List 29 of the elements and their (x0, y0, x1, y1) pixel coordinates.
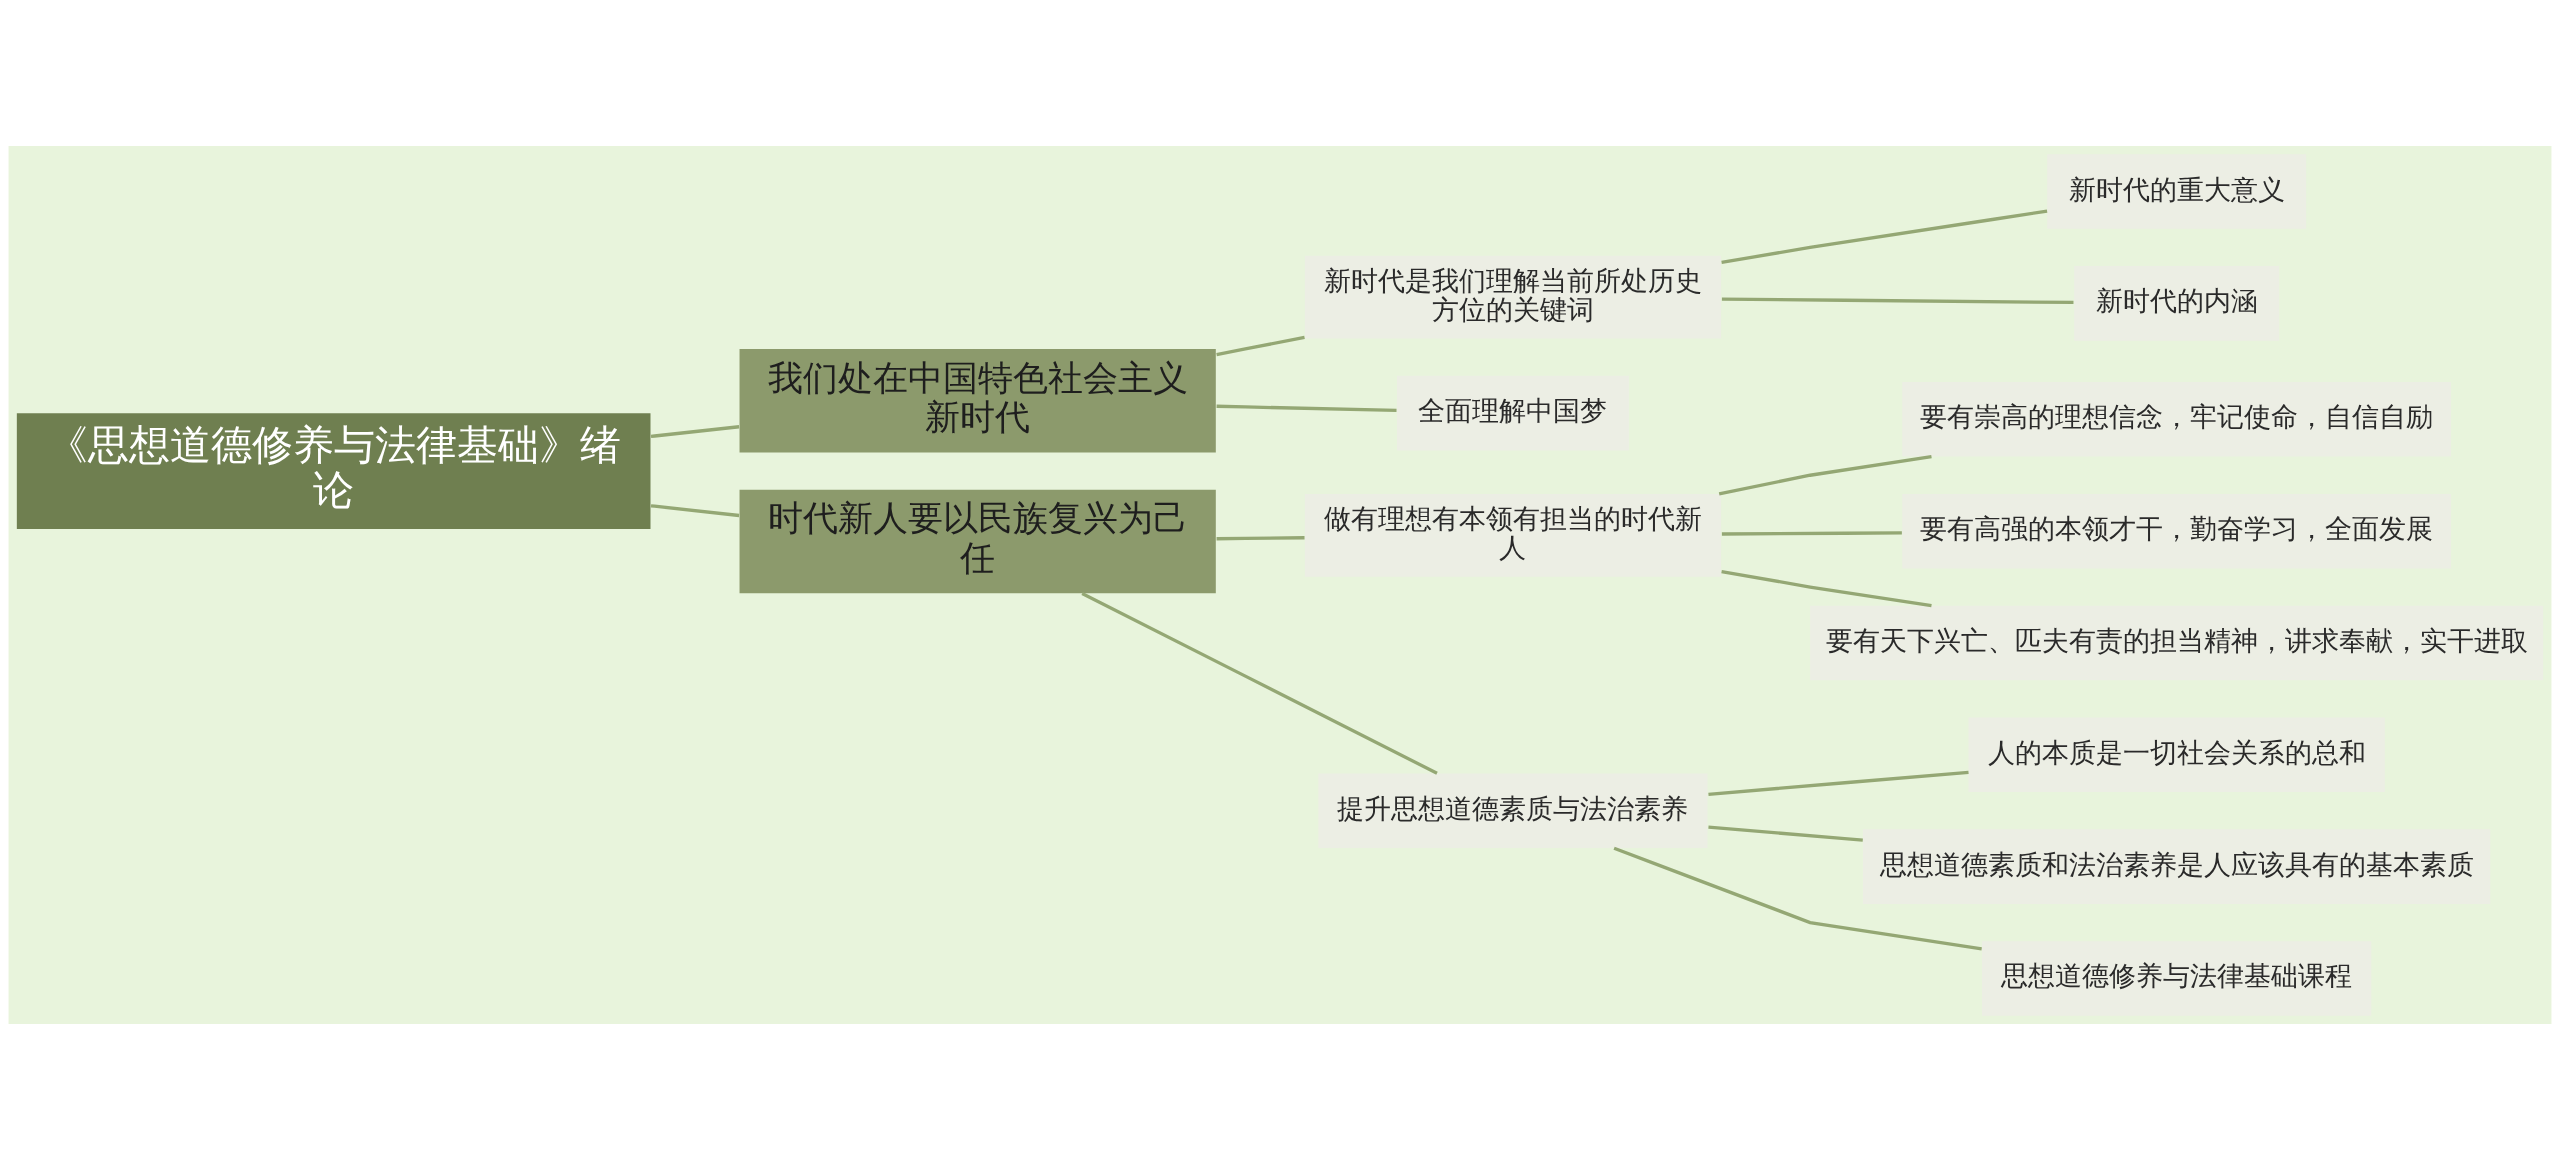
node-box: 提升思想道德素质与法治素养 (1318, 773, 1708, 848)
node-box: 思想道德素质和法治素养是人应该具有的基本素质 (1862, 829, 2491, 904)
node-box: 新时代是我们理解当前所处历史方位的关键词 (1304, 255, 1722, 339)
connector (1718, 455, 1932, 496)
connector (1613, 846, 1982, 951)
connector (1721, 531, 1902, 536)
connector (1216, 335, 1305, 357)
node-box: 我们处在中国特色社会主义新时代 (739, 348, 1216, 453)
connector (650, 504, 740, 518)
node-box: 思想道德修养与法律基础课程 (1982, 941, 2372, 1016)
connector (1708, 770, 1969, 796)
node-box: 要有高强的本领才干，勤奋学习，全面发展 (1902, 493, 2451, 569)
node-box: 新时代的重大意义 (2047, 154, 2307, 229)
node-box: 人的本质是一切社会关系的总和 (1968, 717, 2385, 793)
connector (1708, 825, 1863, 842)
node-box: 做有理想有本领有担当的时代新人 (1304, 493, 1722, 577)
connector (1081, 591, 1438, 775)
node-box: 要有天下兴亡、匹夫有责的担当精神，讲求奉献，实干进取 (1810, 605, 2544, 681)
node-box: 时代新人要以民族复兴为己任 (739, 489, 1216, 594)
node-box: 新时代的内涵 (2074, 266, 2280, 341)
node-box: 全面理解中国梦 (1397, 375, 1629, 451)
connector (1721, 569, 1932, 608)
node-box: 《思想道德修养与法律基础》绪论 (16, 413, 651, 530)
connector (1721, 297, 2074, 305)
connector (1721, 209, 2048, 264)
connector (1216, 404, 1397, 413)
connector (650, 425, 740, 439)
node-box: 要有崇高的理想信念，牢记使命，自信自励 (1902, 382, 2451, 457)
connector (1216, 536, 1305, 541)
